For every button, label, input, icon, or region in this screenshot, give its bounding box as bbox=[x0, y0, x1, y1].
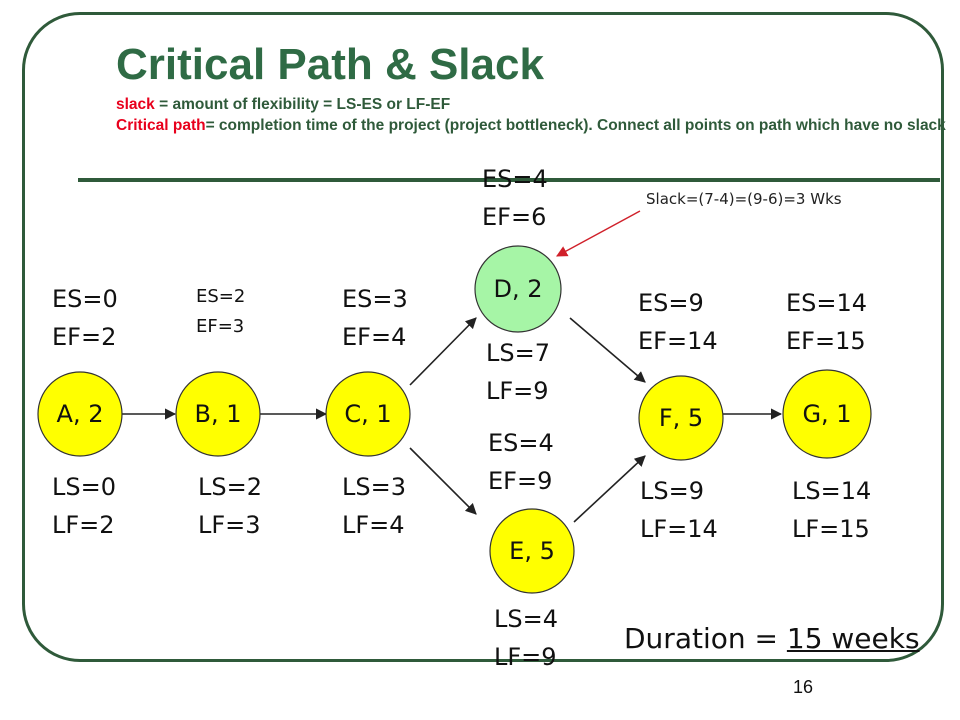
node-e-label: E, 5 bbox=[509, 537, 555, 565]
slide-frame bbox=[22, 12, 944, 662]
critical-path-term: Critical path bbox=[116, 117, 206, 134]
slack-pointer-arrow bbox=[556, 210, 641, 257]
node-b-lf: LF=3 bbox=[198, 511, 261, 539]
arrow-e-to-f bbox=[573, 455, 646, 523]
project-duration: Duration = 15 weeks bbox=[624, 622, 920, 655]
slide-title: Critical Path & Slack bbox=[116, 40, 544, 89]
page-number: 16 bbox=[793, 677, 814, 697]
node-b bbox=[175, 371, 261, 457]
slack-note: Slack=(7-4)=(9-6)=3 Wks bbox=[646, 190, 842, 208]
node-g-ls: LS=14 bbox=[792, 477, 872, 505]
node-e-late-times: LS=4 LF=9 bbox=[494, 600, 558, 676]
arrow-c-to-e bbox=[409, 447, 477, 515]
node-b-ls: LS=2 bbox=[198, 473, 262, 501]
node-d-es: ES=4 bbox=[482, 165, 548, 193]
node-g-early-times: ES=14 EF=15 bbox=[786, 284, 867, 360]
node-e bbox=[489, 508, 575, 594]
duration-value: 15 weeks bbox=[786, 622, 920, 655]
node-b-late-times: LS=2 LF=3 bbox=[198, 468, 262, 544]
node-e-lf: LF=9 bbox=[494, 643, 557, 671]
node-a-lf: LF=2 bbox=[52, 511, 115, 539]
node-a-early-times: ES=0 EF=2 bbox=[52, 280, 118, 356]
slack-definition: = amount of flexibility = LS-ES or LF-EF bbox=[154, 96, 451, 113]
node-a-late-times: LS=0 LF=2 bbox=[52, 468, 116, 544]
node-b-ef: EF=3 bbox=[196, 316, 245, 337]
node-g-late-times: LS=14 LF=15 bbox=[792, 472, 871, 548]
node-g-lf: LF=15 bbox=[792, 515, 870, 543]
node-c-ef: EF=4 bbox=[342, 323, 407, 351]
node-a-label: A, 2 bbox=[56, 400, 104, 428]
node-f-lf: LF=14 bbox=[640, 515, 718, 543]
arrow-c-to-d bbox=[409, 317, 477, 386]
node-g-ef: EF=15 bbox=[786, 327, 866, 355]
node-a-ls: LS=0 bbox=[52, 473, 116, 501]
node-g-label: G, 1 bbox=[802, 400, 852, 428]
node-b-es: ES=2 bbox=[196, 286, 246, 307]
node-g-es: ES=14 bbox=[786, 289, 868, 317]
node-b-label: B, 1 bbox=[194, 400, 242, 428]
arrow-d-to-f bbox=[569, 317, 646, 383]
node-c-late-times: LS=3 LF=4 bbox=[342, 468, 406, 544]
title-divider bbox=[78, 178, 940, 182]
node-f-late-times: LS=9 LF=14 bbox=[640, 472, 718, 548]
node-d-ef: EF=6 bbox=[482, 203, 547, 231]
node-a-es: ES=0 bbox=[52, 285, 118, 313]
node-e-es: ES=4 bbox=[488, 429, 554, 457]
node-f-early-times: ES=9 EF=14 bbox=[638, 284, 718, 360]
node-c-early-times: ES=3 EF=4 bbox=[342, 280, 408, 356]
node-d-label: D, 2 bbox=[493, 275, 543, 303]
node-d-lf: LF=9 bbox=[486, 377, 549, 405]
node-b-early-times: ES=2 EF=3 bbox=[196, 282, 245, 342]
node-c-label: C, 1 bbox=[344, 400, 392, 428]
duration-prefix: Duration = bbox=[624, 622, 787, 655]
node-e-early-times: ES=4 EF=9 bbox=[488, 424, 554, 500]
node-d-early-times: ES=4 EF=6 bbox=[482, 160, 548, 236]
node-f-ls: LS=9 bbox=[640, 477, 704, 505]
node-a bbox=[37, 371, 123, 457]
slack-term: slack bbox=[116, 96, 155, 113]
node-f bbox=[638, 375, 724, 461]
node-f-label: F, 5 bbox=[658, 404, 704, 432]
node-d bbox=[474, 245, 562, 333]
node-f-ef: EF=14 bbox=[638, 327, 718, 355]
node-e-ef: EF=9 bbox=[488, 467, 553, 495]
node-g bbox=[782, 369, 872, 459]
node-c-ls: LS=3 bbox=[342, 473, 406, 501]
node-d-late-times: LS=7 LF=9 bbox=[486, 334, 550, 410]
node-e-ls: LS=4 bbox=[494, 605, 558, 633]
node-c bbox=[325, 371, 411, 457]
slide-subtitle: slack = amount of flexibility = LS-ES or… bbox=[116, 94, 946, 136]
node-a-ef: EF=2 bbox=[52, 323, 117, 351]
node-c-lf: LF=4 bbox=[342, 511, 405, 539]
critical-path-definition: = completion time of the project (projec… bbox=[205, 117, 946, 134]
node-d-ls: LS=7 bbox=[486, 339, 550, 367]
node-c-es: ES=3 bbox=[342, 285, 408, 313]
node-f-es: ES=9 bbox=[638, 289, 704, 317]
